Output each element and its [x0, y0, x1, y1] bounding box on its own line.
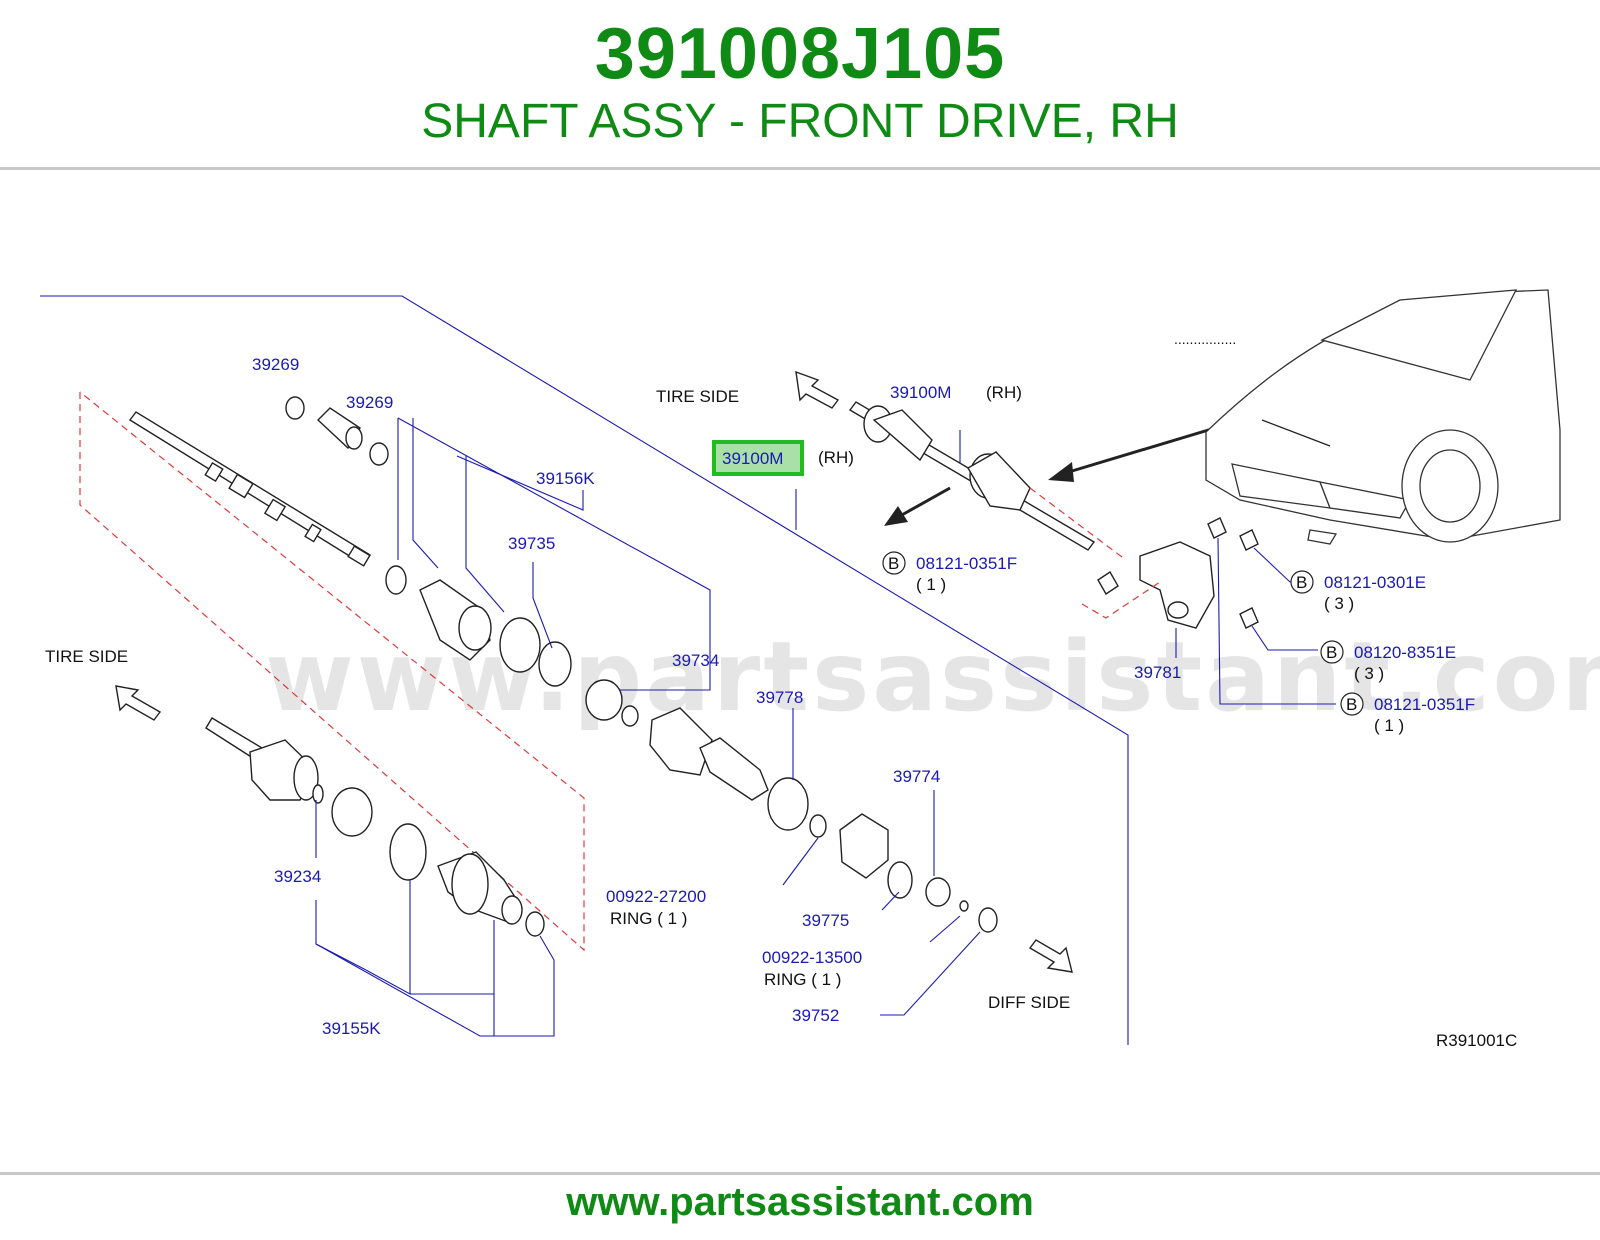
part-39269-damper	[316, 407, 363, 450]
callout-39155k: 39155K	[322, 1019, 381, 1038]
bearing-bracket	[1097, 517, 1259, 658]
bolt-qty: ( 3 )	[1354, 664, 1384, 683]
bracket-red-dashed	[1081, 581, 1161, 619]
callout-39100m-top: 39100M	[890, 383, 951, 402]
bolt-badge: B	[1326, 643, 1337, 662]
assembly-red-dashed	[1029, 487, 1127, 561]
bolt-part: 08121-0351F	[916, 554, 1017, 573]
b-badge-icon	[1340, 692, 1364, 716]
bolt-badge: B	[1296, 573, 1307, 592]
boot-band-small	[385, 565, 407, 595]
bolt-qty: ( 1 )	[916, 575, 946, 594]
callout-00922-27200: 00922-27200	[606, 887, 706, 906]
outboard-boot	[389, 823, 545, 937]
car-illustration: ................	[1174, 289, 1561, 545]
tire-side-label-left: TIRE SIDE	[45, 647, 128, 666]
part-39269-ring-b	[369, 442, 389, 466]
b-badge-icon	[1320, 640, 1344, 664]
tire-side-arrow-left	[115, 685, 162, 721]
callout-39234: 39234	[274, 867, 321, 886]
callout-39775: 39775	[802, 911, 849, 930]
part-39269-ring-a	[285, 396, 305, 420]
bolt-badge: B	[1346, 695, 1357, 714]
bolt-qty: ( 1 )	[1374, 716, 1404, 735]
b-badge-icon	[1290, 570, 1314, 594]
tire-side-arrow-top	[795, 370, 840, 409]
rh-label-highlight: (RH)	[818, 448, 854, 467]
tire-side-label-top: TIRE SIDE	[656, 387, 739, 406]
b-badge-icon	[882, 551, 906, 575]
callout-00922-13500: 00922-13500	[762, 948, 862, 967]
bolt-part: 08121-0301E	[1324, 573, 1426, 592]
callout-39734: 39734	[672, 651, 719, 670]
bolt-callout-1: B 08121-0351F ( 1 )	[882, 551, 1017, 594]
assembly-outline	[40, 295, 1129, 1045]
callout-39774: 39774	[893, 767, 940, 786]
ring-small-b	[887, 861, 913, 899]
part-39752-seal	[978, 907, 998, 933]
diff-side-label: DIFF SIDE	[988, 993, 1070, 1012]
ring-tiny	[959, 900, 969, 912]
bolt-qty: ( 3 )	[1324, 594, 1354, 613]
bolt-callout-2: B 08121-0301E ( 3 )	[1290, 570, 1426, 613]
ring-qty-a: RING ( 1 )	[610, 909, 687, 928]
header-divider	[0, 167, 1600, 170]
part-39775-bearing-housing	[839, 813, 889, 879]
leader-lines	[315, 417, 981, 1037]
callout-39100m-highlight[interactable]: 39100M	[722, 449, 783, 468]
axle-shaft	[128, 411, 371, 567]
callout-39778: 39778	[756, 688, 803, 707]
bolt-part: 08121-0351F	[1374, 695, 1475, 714]
red-dashed-boundary	[79, 391, 585, 952]
rh-label-top: (RH)	[986, 383, 1022, 402]
bolt-badge: B	[888, 554, 899, 573]
callout-39752: 39752	[792, 1006, 839, 1025]
bolt-callout-3: B 08120-8351E ( 3 )	[1320, 640, 1456, 683]
dots-placeholder: ................	[1174, 331, 1236, 347]
footer-url[interactable]: www.partsassistant.com	[566, 1180, 1034, 1224]
page-header: 391008J105 SHAFT ASSY - FRONT DRIVE, RH	[0, 0, 1600, 172]
footer-divider	[0, 1172, 1600, 1175]
part-description: SHAFT ASSY - FRONT DRIVE, RH	[421, 95, 1179, 148]
drive-shaft-assembly	[848, 401, 1096, 551]
part-39778-seal	[767, 777, 809, 831]
callout-39781: 39781	[1134, 663, 1181, 682]
callout-39269-b: 39269	[346, 393, 393, 412]
callout-39156k: 39156K	[536, 469, 595, 488]
highlight-box[interactable]	[712, 440, 804, 476]
diagram-code: R391001C	[1436, 1031, 1517, 1050]
part-39774-bearing	[925, 877, 951, 907]
inboard-boot	[419, 579, 541, 673]
diff-side-arrow	[1028, 939, 1073, 973]
bolt-part: 08120-8351E	[1354, 643, 1456, 662]
callout-39735: 39735	[508, 534, 555, 553]
small-ring	[809, 814, 827, 838]
outboard-joint	[205, 717, 373, 837]
part-39735-circlip	[538, 641, 572, 687]
ring-qty-b: RING ( 1 )	[764, 970, 841, 989]
tripod-joint	[585, 679, 769, 801]
part-number-title: 391008J105	[594, 14, 1006, 94]
bolt-callout-4: B 08121-0351F ( 1 )	[1340, 692, 1475, 735]
callout-39269-a: 39269	[252, 355, 299, 374]
